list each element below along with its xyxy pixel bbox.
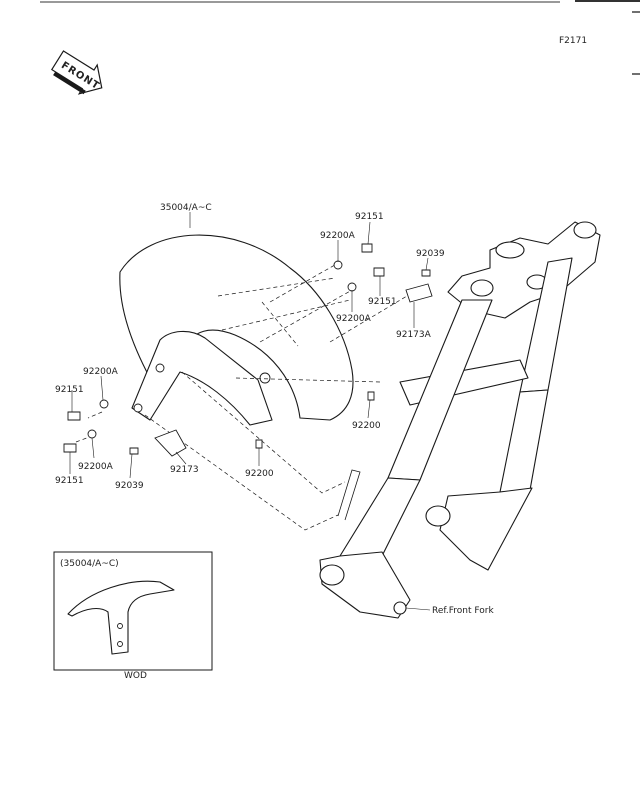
callout-clip-right: 92200 bbox=[352, 421, 381, 431]
callout-leader-lines bbox=[69, 212, 431, 611]
axle-hole-right bbox=[425, 505, 451, 527]
callout-washer-left-1: 92200A bbox=[83, 367, 119, 377]
callout-bolt-top-right: 92151 bbox=[355, 212, 384, 222]
fork-cap-left bbox=[470, 279, 494, 297]
fork-outer-tube-left bbox=[339, 477, 421, 561]
fender-mount-hole-right bbox=[259, 372, 271, 384]
inset-mount-hole-lower bbox=[117, 641, 123, 647]
fork-cap-right bbox=[573, 221, 597, 239]
callout-washer-top-right: 92200A bbox=[320, 231, 356, 241]
fender-mount-hole-lower bbox=[133, 403, 143, 413]
washer-left-1 bbox=[99, 399, 109, 409]
fork-outer-tube-right bbox=[499, 389, 549, 493]
screw-left bbox=[129, 447, 139, 455]
callout-bracket-left: 92173 bbox=[170, 465, 199, 475]
bolt-right-2 bbox=[373, 267, 385, 277]
inset-fender-stay bbox=[67, 580, 175, 655]
callout-fender: 35004/A~C bbox=[160, 203, 212, 213]
fender-mount-hole-upper bbox=[155, 363, 165, 373]
fender-hidden-lines bbox=[217, 277, 351, 347]
hardware-left bbox=[63, 399, 263, 457]
front-fork-assembly bbox=[319, 221, 601, 619]
callout-washer-right-2: 92200A bbox=[336, 314, 372, 324]
callout-clip-center: 92200 bbox=[245, 469, 274, 479]
washer-right-2 bbox=[347, 282, 357, 292]
washer-top-right bbox=[333, 260, 343, 270]
callout-labels: 35004/A~C 92151 92200A 92151 92200A 9203… bbox=[55, 203, 494, 616]
front-arrow-shadow bbox=[53, 71, 86, 95]
callout-bolt-left-2: 92151 bbox=[55, 476, 84, 486]
callout-bracket-right: 92173A bbox=[396, 330, 432, 340]
screw-top bbox=[421, 269, 431, 277]
bracket-left bbox=[154, 429, 187, 457]
axle-pinch-bolt bbox=[393, 601, 407, 615]
callout-screw-top: 92039 bbox=[416, 249, 445, 259]
assembly-guide-lines bbox=[75, 261, 413, 531]
axle-bracket-right bbox=[439, 487, 533, 571]
clip-center bbox=[255, 439, 263, 449]
fender-mount-tab bbox=[337, 469, 361, 521]
callout-bolt-left-1: 92151 bbox=[55, 385, 84, 395]
bolt-top-right bbox=[361, 243, 373, 253]
figure-code: F2171 bbox=[559, 36, 587, 46]
bracket-right bbox=[405, 283, 433, 303]
bolt-left-1 bbox=[67, 411, 81, 421]
bolt-left-2 bbox=[63, 443, 77, 453]
clip-right bbox=[367, 391, 375, 401]
inset-caption: WOD bbox=[124, 671, 147, 681]
fender-stay-left bbox=[131, 330, 273, 426]
callout-washer-left-2: 92200A bbox=[78, 462, 114, 472]
inset-variant-box: (35004/A~C) WOD bbox=[53, 551, 213, 681]
washer-left-2 bbox=[87, 429, 97, 439]
axle-hole-left bbox=[319, 564, 345, 586]
front-direction-badge: FRONT bbox=[50, 50, 103, 95]
hardware-right bbox=[333, 243, 433, 401]
callout-screw-left: 92039 bbox=[115, 481, 144, 491]
inset-title: (35004/A~C) bbox=[60, 559, 119, 569]
callout-fork-ref: Ref.Front Fork bbox=[432, 606, 494, 616]
inset-mount-hole-upper bbox=[117, 623, 123, 629]
front-fender bbox=[119, 234, 354, 426]
axle-bracket-left bbox=[319, 551, 411, 619]
steering-stem-nut bbox=[495, 241, 525, 259]
callout-bolt-right-2: 92151 bbox=[368, 297, 397, 307]
